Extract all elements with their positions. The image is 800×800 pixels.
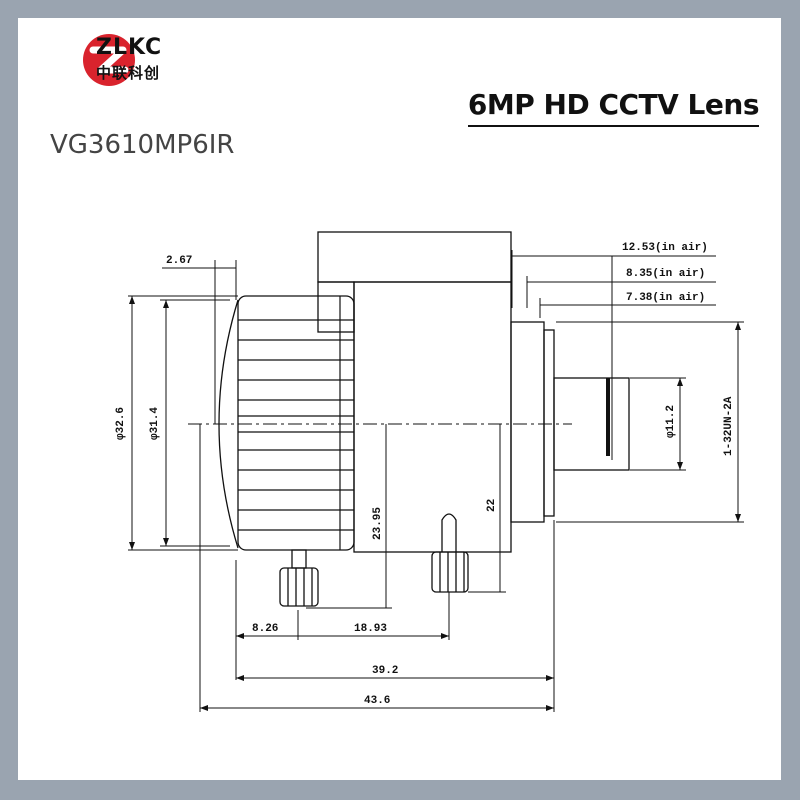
dim-thread: 1-32UN-2A <box>723 396 735 456</box>
grip-ring <box>237 295 355 551</box>
grip-ribs <box>238 296 354 550</box>
dim-outer-diameter: φ32.6 <box>115 407 127 440</box>
dim-screw-to-knob: 18.93 <box>354 623 387 635</box>
dim-mount: 7.38(in air) <box>626 292 705 304</box>
dim-flange: 8.35(in air) <box>626 268 705 280</box>
dim-knob-height: 22 <box>486 499 498 512</box>
rear-tube <box>553 377 630 471</box>
dim-front-offset: 2.67 <box>166 255 192 267</box>
mount-flange <box>543 329 555 517</box>
zlkc-logo-icon <box>83 34 135 86</box>
iris-knob <box>431 513 469 593</box>
focus-housing <box>317 281 355 333</box>
top-block <box>317 231 512 283</box>
brand-name-chinese: 中联科创 <box>96 64 161 82</box>
brand-name: ZLKC <box>96 35 163 60</box>
dim-body-length: 39.2 <box>372 665 398 677</box>
dim-total-length: 43.6 <box>364 695 390 707</box>
rear-section <box>510 321 545 523</box>
dim-screw-height: 23.95 <box>372 507 384 540</box>
dim-rear-diameter: φ11.2 <box>665 405 677 438</box>
dim-back-focus: 12.53(in air) <box>622 242 708 254</box>
focus-screw <box>279 549 319 607</box>
model-number: VG3610MP6IR <box>50 130 235 160</box>
dim-ring-diameter: φ31.4 <box>149 407 161 440</box>
product-card: ZLKC 中联科创 6MP HD CCTV Lens VG3610MP6IR <box>18 18 781 780</box>
product-title: 6MP HD CCTV Lens <box>467 88 760 127</box>
dim-front-to-screw: 8.26 <box>252 623 278 635</box>
